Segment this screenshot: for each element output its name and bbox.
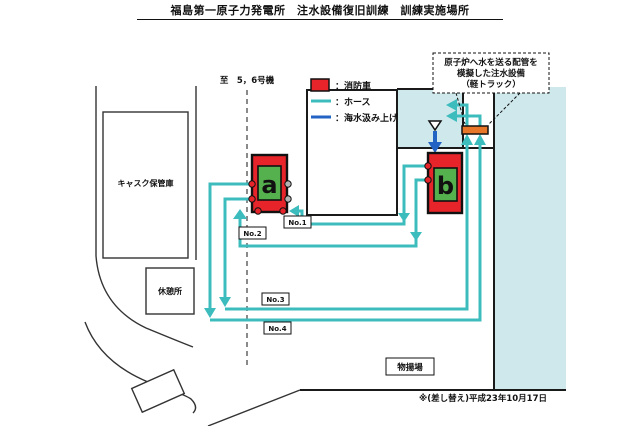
legend-seawater-label: ：海水汲み上げ — [335, 112, 399, 124]
fire-truck-a-label: a — [261, 171, 277, 199]
wharf-label: 物揚場 — [397, 362, 423, 373]
fire-truck-b: b — [424, 151, 464, 215]
hose-no4-tag-label: No.4 — [268, 325, 286, 333]
hose-no1-line — [295, 164, 427, 226]
hose-no4-tag — [263, 321, 292, 335]
hose-no4-discharge-line — [457, 114, 482, 126]
road-curve-upper — [95, 255, 194, 348]
hose-no4-line-west — [208, 182, 252, 308]
hose-no4-discharge-arrow — [446, 110, 457, 122]
hose-no4-line-east — [210, 144, 482, 322]
legend: ：消防車 ：ホース ：海水汲み上げ — [310, 78, 399, 124]
fire-truck-a: a — [248, 153, 292, 215]
footnote-date: ※(差し替え)平成23年10月17日 — [419, 393, 547, 404]
page-title: 福島第一原子力発電所 注水設備復旧訓練 訓練実施場所 — [170, 3, 470, 17]
truck-a-connector-right-2 — [284, 195, 292, 203]
hose-no4-up-arrow — [474, 134, 486, 145]
legend-fire-truck-swatch — [310, 78, 330, 92]
hose-no1-tag — [283, 215, 312, 229]
hose-no2-down-arrow — [410, 232, 422, 241]
cask-storage-building — [102, 111, 189, 259]
wharf-box — [385, 357, 435, 376]
legend-fire-truck-label: ：消防車 — [335, 80, 371, 92]
hose-no3-up-arrow — [461, 134, 473, 145]
hose-no4-down-arrow — [204, 308, 216, 318]
fire-truck-a-panel — [257, 165, 282, 201]
small-building — [130, 368, 186, 414]
cask-storage-label: キャスク保管庫 — [118, 178, 174, 188]
annotation-line3: （軽トラック） — [461, 79, 521, 90]
annotation-box — [432, 52, 550, 94]
hose-no2-arrow — [233, 209, 247, 219]
hose-no1-tag-label: No.1 — [288, 219, 306, 227]
annotation-line1: 原子炉へ水を送る配管を — [444, 57, 538, 68]
truck-a-connector-left-2 — [248, 195, 256, 203]
seawater-pump-arrow — [428, 142, 442, 153]
hose-no3-line-west — [223, 197, 252, 297]
sea-area — [495, 87, 566, 390]
legend-hose-label: ：ホース — [335, 97, 371, 108]
strainer-icon — [427, 120, 443, 132]
hose-no1-arrow — [289, 205, 299, 217]
truck-b-connector-left-2 — [424, 176, 432, 184]
truck-a-connector-bottom-right — [279, 207, 287, 215]
rest-area-label: 休憩所 — [157, 286, 182, 296]
to-units-label: 至 5，6号機 — [220, 75, 275, 86]
annotation-leader-left — [455, 92, 466, 125]
rest-area-building — [145, 267, 195, 315]
hose-no2-tag-label: No.2 — [243, 230, 261, 238]
hose-number-labels: No.1 No.2 No.3 No.4 — [238, 215, 312, 335]
hose-no3-down-arrow — [219, 297, 231, 307]
truck-a-connector-left-1 — [248, 180, 256, 188]
fire-truck-b-panel — [433, 167, 458, 202]
annotation-callout: 原子炉へ水を送る配管を 模擬した注水設備 （軽トラック） — [432, 52, 550, 125]
building-outline — [306, 89, 398, 216]
hose-no3-discharge-arrow — [446, 99, 457, 111]
injection-equipment — [461, 125, 489, 135]
hose-no1-down-arrow — [398, 213, 410, 222]
truck-b-connector-left-1 — [424, 162, 432, 170]
annotation-line2: 模擬した注水設備 — [457, 68, 526, 79]
truck-a-connector-right-1 — [284, 180, 292, 188]
hose-no3-tag — [261, 292, 290, 306]
hose-no3-line-east — [225, 144, 469, 311]
shore-road-line — [207, 389, 301, 426]
hose-no3-tag-label: No.3 — [266, 296, 284, 304]
hose-no2-tag — [238, 226, 267, 240]
truck-a-connector-bottom-left — [254, 207, 262, 215]
hose-no3-discharge-line — [457, 103, 469, 126]
fire-truck-b-label: b — [437, 172, 454, 200]
annotation-leader-right — [488, 92, 521, 125]
